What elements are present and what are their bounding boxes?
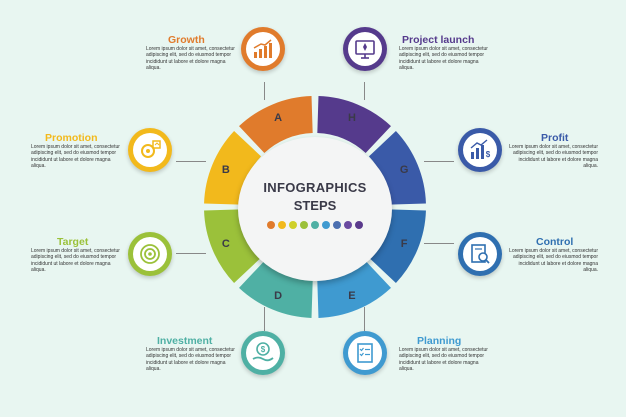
connector-b	[176, 161, 206, 162]
rocket-monitor-icon	[355, 40, 375, 59]
segment-letter-a: A	[274, 112, 282, 124]
segment-letter-g: G	[400, 164, 409, 176]
segment-letter-f: F	[401, 238, 408, 250]
svg-text:$: $	[486, 150, 491, 159]
color-dot	[333, 221, 341, 229]
segment-g	[368, 131, 426, 205]
step-c-text: Lorem ipsum dolor sit amet, consectetur …	[31, 248, 120, 273]
connector-h	[364, 82, 365, 100]
target-icon	[140, 244, 160, 264]
profit-chart-icon: $	[470, 139, 491, 159]
color-dot	[355, 221, 363, 229]
color-dots	[238, 221, 392, 229]
money-hand-icon: $	[252, 342, 274, 362]
connector-a	[264, 82, 265, 100]
step-g-icon-circle: $	[458, 128, 502, 172]
connector-c	[176, 253, 206, 254]
step-g-title: Profit	[541, 132, 569, 144]
step-f-title: Control	[536, 236, 574, 248]
step-h-text: Lorem ipsum dolor sit amet, consectetur …	[399, 46, 488, 71]
color-dot	[322, 221, 330, 229]
svg-text:$: $	[261, 345, 266, 354]
step-a-icon-circle	[241, 27, 285, 71]
connector-g	[424, 161, 454, 162]
color-dot	[289, 221, 297, 229]
step-d-title: Investment	[157, 335, 213, 347]
step-b-title: Promotion	[45, 132, 98, 144]
clipboard-search-icon	[471, 244, 490, 264]
step-e-title: Planning	[417, 335, 462, 347]
segment-h	[317, 96, 391, 154]
color-dot	[278, 221, 286, 229]
segment-d	[239, 260, 313, 318]
segment-letter-h: H	[348, 112, 356, 124]
step-f-text: Lorem ipsum dolor sit amet, consectetur …	[509, 248, 598, 273]
step-d-icon-circle: $	[241, 331, 285, 375]
center-title-line1: INFOGRAPHICS	[263, 180, 367, 195]
segment-a	[239, 96, 313, 154]
step-h-icon-circle	[343, 27, 387, 71]
step-a-text: Lorem ipsum dolor sit amet, consectetur …	[146, 46, 235, 71]
step-g-text: Lorem ipsum dolor sit amet, consectetur …	[509, 144, 598, 169]
step-c-title: Target	[57, 236, 89, 248]
segment-f	[368, 209, 426, 283]
step-h-title: Project launch	[402, 34, 475, 46]
segment-e	[317, 260, 391, 318]
promotion-icon	[141, 140, 161, 158]
growth-chart-icon	[253, 39, 272, 58]
center-title-line2: STEPS	[293, 198, 337, 213]
step-f-icon-circle	[458, 232, 502, 276]
color-dot	[267, 221, 275, 229]
connector-f	[424, 243, 454, 244]
connector-d	[264, 307, 265, 331]
step-b-icon-circle	[128, 128, 172, 172]
segment-letter-d: D	[274, 290, 282, 302]
segment-letter-c: C	[222, 238, 230, 250]
center-circle: INFOGRAPHICS STEPS	[238, 137, 392, 281]
segment-b	[204, 131, 262, 205]
segment-c	[204, 209, 262, 283]
step-a-title: Growth	[168, 34, 205, 46]
step-e-icon-circle	[343, 331, 387, 375]
segment-letter-e: E	[348, 290, 355, 302]
segment-letter-b: B	[222, 164, 230, 176]
step-b-text: Lorem ipsum dolor sit amet, consectetur …	[31, 144, 120, 169]
color-dot	[344, 221, 352, 229]
step-d-text: Lorem ipsum dolor sit amet, consectetur …	[146, 347, 235, 372]
connector-e	[364, 307, 365, 331]
color-dot	[311, 221, 319, 229]
color-dot	[300, 221, 308, 229]
checklist-icon	[357, 343, 373, 363]
step-e-text: Lorem ipsum dolor sit amet, consectetur …	[399, 347, 488, 372]
step-c-icon-circle	[128, 232, 172, 276]
